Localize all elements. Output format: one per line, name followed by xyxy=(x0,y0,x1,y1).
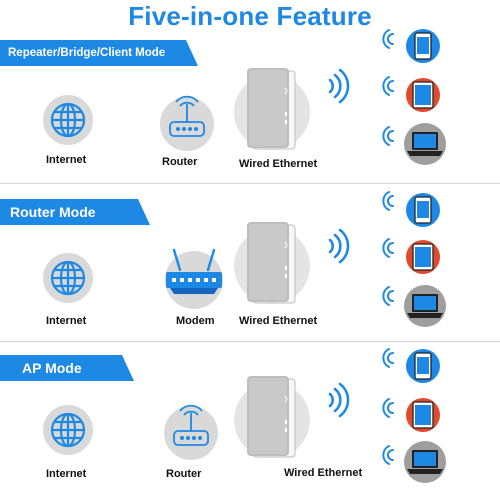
globe-icon xyxy=(43,405,93,455)
wifi-icon xyxy=(382,191,394,211)
phone-icon xyxy=(406,349,440,383)
wifi-icon xyxy=(382,348,394,368)
section-divider xyxy=(0,341,500,342)
internet-label: Internet xyxy=(46,154,87,166)
phone-icon xyxy=(406,29,440,63)
tablet-icon xyxy=(406,398,440,432)
laptop-icon xyxy=(404,441,446,483)
wired-ethernet-label: Wired Ethernet xyxy=(239,158,318,170)
wifi-icon xyxy=(382,445,394,465)
page-title: Five-in-one Feature xyxy=(128,1,372,31)
wired-ethernet-label: Wired Ethernet xyxy=(284,467,363,479)
wifi-icon xyxy=(328,228,350,264)
wifi-icon xyxy=(382,238,394,258)
section-banner-repeater: Repeater/Bridge/Client Mode xyxy=(0,40,198,66)
internet-label: Internet xyxy=(46,468,87,480)
extender-device xyxy=(233,222,311,306)
phone-icon xyxy=(406,193,440,227)
laptop-icon xyxy=(404,285,446,327)
wifi-icon xyxy=(328,68,350,104)
extender-device xyxy=(233,376,311,460)
wifi-icon xyxy=(382,29,394,49)
globe-icon xyxy=(43,253,93,303)
globe-icon xyxy=(43,95,93,145)
section-heading: Router Mode xyxy=(10,204,96,220)
router-icon xyxy=(160,95,214,151)
section-heading: Repeater/Bridge/Client Mode xyxy=(8,47,166,59)
modem-icon xyxy=(165,248,223,309)
router-label: Router xyxy=(166,468,202,480)
section-banner-ap: AP Mode xyxy=(0,355,134,381)
modem-label: Modem xyxy=(176,315,215,327)
section-banner-router: Router Mode xyxy=(0,199,150,225)
wifi-icon xyxy=(382,126,394,146)
section-heading: AP Mode xyxy=(22,360,82,376)
wired-ethernet-label: Wired Ethernet xyxy=(239,315,318,327)
internet-label: Internet xyxy=(46,315,87,327)
router-label: Router xyxy=(162,156,198,168)
wifi-icon xyxy=(382,398,394,418)
router-icon xyxy=(164,404,218,460)
tablet-icon xyxy=(406,240,440,274)
wifi-icon xyxy=(328,382,350,418)
tablet-icon xyxy=(406,78,440,112)
laptop-icon xyxy=(404,123,446,165)
extender-device xyxy=(233,68,311,152)
section-divider xyxy=(0,183,500,184)
wifi-icon xyxy=(382,286,394,306)
wifi-icon xyxy=(382,76,394,96)
